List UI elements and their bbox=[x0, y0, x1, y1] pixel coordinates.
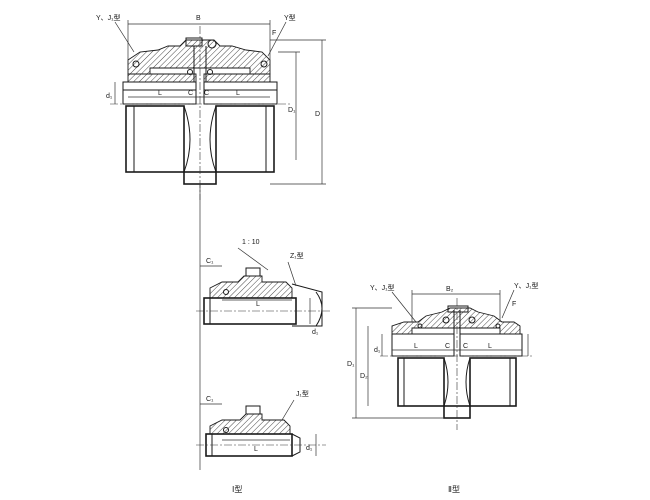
z1-hub-view: C₁ L 1 : 10 Z₁型 d₁ bbox=[196, 184, 330, 470]
label-F: F bbox=[272, 30, 276, 37]
label-z1-type: Z₁型 bbox=[290, 251, 304, 260]
dim-c1-j1: C₁ bbox=[206, 396, 214, 403]
dim-d-z1: d₁ bbox=[312, 329, 319, 336]
type-two-view: B₂ Y、J₁型 Y、J₁型 F L C C L D₁ D₂ d₁ Ⅱ型 bbox=[347, 281, 539, 494]
label-yj1-right: Y、J₁型 bbox=[514, 281, 539, 290]
dim-C-right: C bbox=[204, 90, 209, 97]
dim-L-right-type2: L bbox=[488, 343, 492, 350]
dim-L-right: L bbox=[236, 90, 240, 97]
label-yj1-left: Y、J₁型 bbox=[370, 283, 395, 292]
label-j1-type: J₁型 bbox=[296, 389, 309, 398]
dim-c1-z1: C₁ bbox=[206, 258, 214, 265]
dim-L-left-type2: L bbox=[414, 343, 418, 350]
dim-D1: D₁ bbox=[288, 107, 296, 114]
dim-L-j1: L bbox=[254, 446, 258, 453]
dim-d-j1: d₁ bbox=[306, 445, 313, 452]
dim-L-left: L bbox=[158, 90, 162, 97]
upper-coupling-view: B Y、J₁型 Y型 F L C C L d₁ D₁ D bbox=[96, 13, 326, 200]
j1-hub-view: C₁ L J₁型 d₁ Ⅰ型 bbox=[196, 389, 326, 494]
dim-C-left: C bbox=[188, 90, 193, 97]
caption-type-one: Ⅰ型 bbox=[232, 485, 242, 494]
label-yj1-type: Y、J₁型 bbox=[96, 13, 121, 22]
dim-C-left-type2: C bbox=[445, 343, 450, 350]
taper-label: 1 : 10 bbox=[242, 239, 260, 246]
label-F-type2: F bbox=[512, 301, 516, 308]
dim-D2-type2: D₂ bbox=[360, 373, 368, 380]
dim-L-z1: L bbox=[256, 301, 260, 308]
dim-C-right-type2: C bbox=[463, 343, 468, 350]
dim-d-type2: d₁ bbox=[374, 347, 381, 354]
dim-B-label: B bbox=[196, 15, 201, 22]
caption-type-two: Ⅱ型 bbox=[448, 485, 460, 494]
label-y-type: Y型 bbox=[284, 13, 296, 22]
dim-d: d₁ bbox=[106, 93, 113, 100]
dim-D: D bbox=[315, 111, 320, 118]
dim-B2-label: B₂ bbox=[446, 286, 454, 293]
dim-D1-type2: D₁ bbox=[347, 361, 355, 368]
